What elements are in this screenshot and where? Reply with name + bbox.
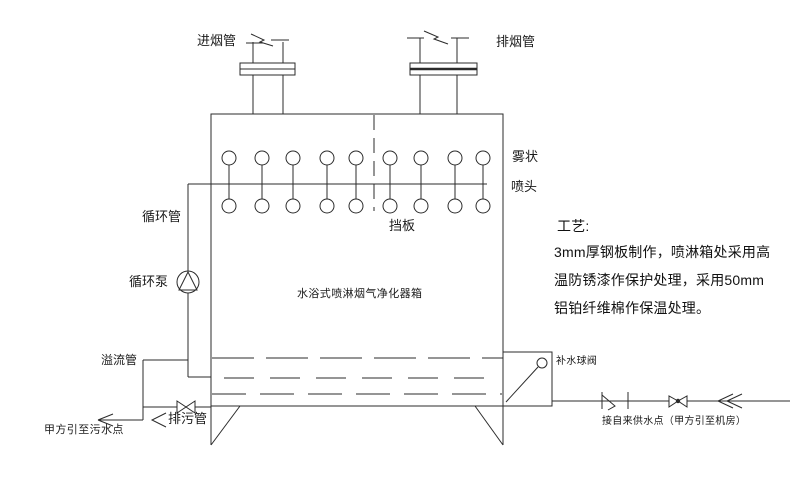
nozzle-icon [254,150,270,166]
pipe-break-icon [246,33,289,47]
nozzle-icon [285,198,301,214]
double-chevron-icon [716,393,743,409]
nozzle-icon [413,198,429,214]
nozzle-icon [348,150,364,166]
tank-title: 水浴式喷淋烟气净化器箱 [297,288,423,300]
drain-pipe-label: 排污管 [168,411,208,426]
circulation-pipe-label: 循环管 [142,209,182,224]
pipe-break-icon [407,30,469,45]
nozzle-icon [221,198,237,214]
nozzle-icon [348,198,364,214]
nozzle-icon [285,150,301,166]
water-supply-label: 接自来供水点（甲方引至机房） [602,416,747,427]
circulation-pump-icon [176,270,200,294]
nozzle-icon [447,150,463,166]
nozzle-icon [413,150,429,166]
supply-line [552,392,790,411]
drain-pipe-lines [143,400,211,428]
nozzle-icon [254,198,270,214]
gate-valve-icon [176,400,196,414]
mist-nozzle-label-2: 喷头 [511,179,538,194]
circulation-piping [187,183,487,378]
leader-chevron-icon [150,412,167,428]
circulation-pump-label: 循环泵 [129,274,169,289]
tank-body [210,113,504,407]
sewage-point-label: 甲方引至污水点 [44,424,124,436]
process-note-line-3: 铝铂纤维棉作保温处理。 [554,300,711,316]
baffle-label: 挡板 [389,218,416,233]
process-note-line-2: 温防锈漆作保护处理，采用50mm [554,272,765,288]
nozzle-icon [319,150,335,166]
process-note-title: 工艺: [557,218,590,234]
inlet-pipe-label: 进烟管 [197,33,237,48]
inlet-pipe [239,33,296,114]
float-valve [502,351,553,407]
overflow-pipe-lines [97,359,188,427]
nozzle-icon [475,198,491,214]
flow-arrow-icon [97,413,114,427]
exhaust-pipe [407,30,478,114]
process-note-line-1: 3mm厚钢板制作，喷淋箱处采用高 [554,244,771,260]
nozzle-icon [475,150,491,166]
nozzle-icon [319,198,335,214]
overflow-pipe-label: 溢流管 [101,353,138,367]
nozzle-icon [447,198,463,214]
union-joint-icon [601,392,629,411]
float-ball-icon [536,357,548,369]
spray-nozzles [221,150,491,214]
nozzle-icon [382,150,398,166]
water-level-lines [212,357,503,395]
mist-nozzle-label-1: 雾状 [512,149,539,164]
nozzle-icon [221,150,237,166]
makeup-valve-label: 补水球阀 [556,356,598,367]
nozzle-icon [382,198,398,214]
exhaust-pipe-label: 排烟管 [496,34,536,49]
tank-legs [210,405,504,446]
supply-valve-icon [668,395,688,408]
